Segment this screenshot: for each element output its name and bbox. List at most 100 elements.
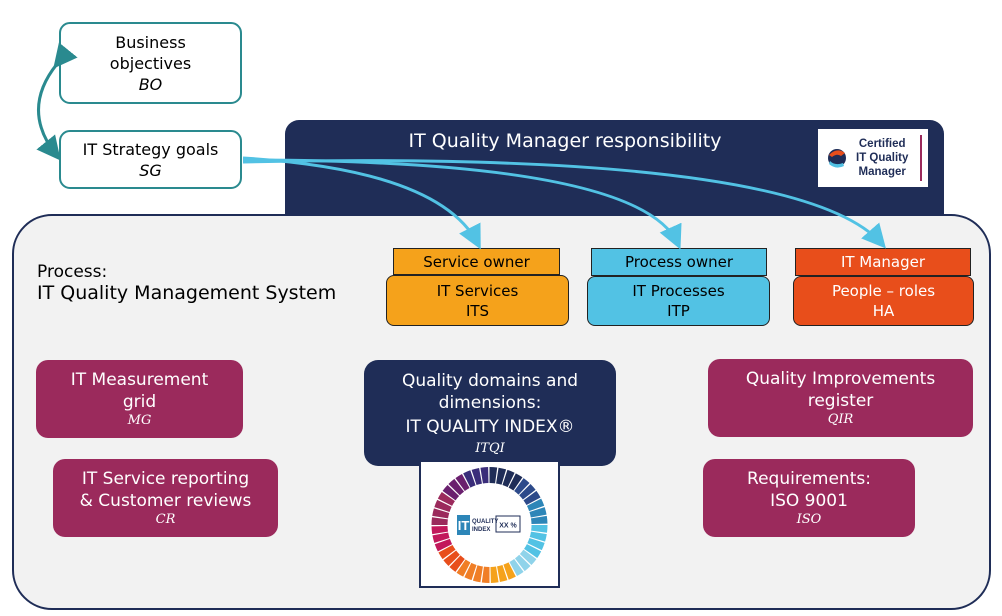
wheel-segment bbox=[455, 473, 470, 492]
wheel-segment bbox=[431, 517, 448, 525]
sg-to-it-manager-arrow bbox=[242, 159, 886, 249]
process-owner-tab: Process owner bbox=[591, 248, 767, 276]
wheel-segment bbox=[529, 531, 547, 542]
reporting-line1: IT Service reporting bbox=[81, 469, 250, 489]
bo-sg-bidirectional-arrow bbox=[36, 42, 78, 161]
certified-logo-icon bbox=[828, 149, 846, 168]
process-name: IT Quality Management System bbox=[37, 282, 337, 304]
reporting-line2: & Customer reviews bbox=[79, 491, 252, 511]
business-objectives-abbr: BO bbox=[138, 74, 163, 94]
wheel-logo-index: INDEX bbox=[472, 527, 490, 533]
itqi-line1: Quality domains and bbox=[401, 371, 579, 391]
wheel-segment bbox=[463, 470, 476, 488]
reporting-abbr: CR bbox=[155, 512, 176, 527]
service-owner-label: Service owner bbox=[423, 252, 530, 271]
quality-index-card: Quality domains and dimensions: IT QUALI… bbox=[364, 360, 616, 466]
wheel-segment bbox=[508, 473, 523, 491]
itqi-line3: IT QUALITY INDEX® bbox=[405, 417, 575, 437]
improvements-line2: register bbox=[807, 391, 874, 411]
it-services-label: IT Services bbox=[436, 281, 519, 300]
wheel-segment bbox=[514, 478, 530, 495]
wheel-segment bbox=[442, 484, 460, 501]
wheel-segment bbox=[456, 559, 471, 577]
people-roles-abbr: HA bbox=[872, 302, 895, 320]
measurement-line2: grid bbox=[122, 392, 157, 412]
process-label: Process: IT Quality Management System bbox=[37, 262, 336, 304]
requirements-line1: Requirements: bbox=[747, 469, 871, 489]
service-owner-tab: Service owner bbox=[393, 248, 560, 275]
logo-divider bbox=[920, 135, 922, 181]
measurement-line1: IT Measurement bbox=[70, 370, 209, 390]
wheel-segment bbox=[531, 525, 548, 533]
it-processes-label: IT Processes bbox=[632, 282, 725, 300]
it-processes-card: IT Processes ITP bbox=[587, 276, 770, 326]
wheel-logo-quality: QUALITY bbox=[472, 519, 498, 525]
wheel-segment bbox=[489, 467, 498, 484]
wheel-segment bbox=[524, 544, 542, 558]
wheel-segment bbox=[496, 467, 507, 485]
wheel-segment bbox=[503, 562, 516, 580]
requirements-abbr: ISO bbox=[796, 512, 822, 527]
itqi-abbr: ITQI bbox=[475, 441, 505, 456]
wheel-segment bbox=[471, 467, 482, 486]
wheel-segment bbox=[472, 565, 483, 583]
certified-logo-text: Certified IT Quality Manager bbox=[856, 137, 908, 179]
logo-line1: Certified bbox=[858, 138, 906, 150]
wheel-segment bbox=[481, 566, 490, 583]
wheel-segment bbox=[523, 490, 541, 506]
sg-to-service-owner-arrow bbox=[242, 156, 481, 250]
wheel-segment bbox=[464, 562, 477, 581]
wheel-segment bbox=[434, 499, 452, 513]
wheel-segment bbox=[490, 566, 499, 583]
sg-to-process-owner-arrow bbox=[242, 158, 682, 250]
wheel-segment bbox=[509, 558, 524, 577]
logo-line2: IT Quality bbox=[856, 152, 909, 164]
quality-index-wheel-frame: IT QUALITY INDEX XX % bbox=[419, 460, 560, 588]
wheel-segment bbox=[443, 550, 460, 567]
it-strategy-goals-label: IT Strategy goals bbox=[82, 139, 219, 159]
wheel-segment bbox=[502, 469, 515, 488]
it-services-abbr: ITS bbox=[465, 301, 490, 320]
quality-improvements-card: Quality Improvements register QIR bbox=[708, 359, 973, 437]
people-roles-label: People – roles bbox=[831, 282, 936, 300]
wheel-segment bbox=[432, 508, 450, 519]
wheel-segment bbox=[530, 515, 548, 525]
wheel-segment bbox=[497, 564, 508, 583]
wheel-segment bbox=[514, 554, 531, 572]
wheel-segment bbox=[437, 492, 455, 506]
wheel-segment bbox=[526, 498, 545, 512]
wheel-segment bbox=[527, 537, 545, 551]
process-prefix: Process: bbox=[37, 262, 108, 282]
requirements-card: Requirements: ISO 9001 ISO bbox=[703, 459, 915, 537]
logo-line3: Manager bbox=[858, 166, 906, 178]
requirements-line2: ISO 9001 bbox=[770, 491, 848, 511]
improvements-abbr: QIR bbox=[827, 412, 854, 427]
wheel-segment bbox=[480, 467, 489, 484]
wheel-logo-it: IT bbox=[458, 518, 470, 533]
wheel-segment bbox=[432, 532, 450, 543]
measurement-grid-card: IT Measurement grid MG bbox=[36, 360, 243, 438]
process-owner-label: Process owner bbox=[624, 253, 734, 271]
wheel-logo-it-block bbox=[457, 515, 470, 535]
improvements-line1: Quality Improvements bbox=[745, 369, 936, 389]
wheel-segment bbox=[529, 507, 547, 518]
business-objectives-line1: Business bbox=[115, 32, 186, 52]
measurement-abbr: MG bbox=[127, 413, 152, 428]
wheel-segment bbox=[434, 538, 453, 552]
it-strategy-goals-abbr: SG bbox=[139, 160, 162, 180]
wheel-segment bbox=[448, 478, 465, 496]
wheel-segment bbox=[431, 525, 449, 535]
business-objectives-box: Business objectives BO bbox=[59, 22, 242, 104]
it-processes-abbr: ITP bbox=[667, 302, 690, 320]
it-services-card: IT Services ITS bbox=[386, 275, 569, 326]
wheel-segment bbox=[449, 555, 465, 572]
wheel-segment bbox=[519, 549, 537, 566]
business-objectives-line2: objectives bbox=[109, 53, 192, 73]
wheel-segment bbox=[438, 544, 456, 560]
people-roles-card: People – roles HA bbox=[793, 276, 974, 326]
itqi-line2: dimensions: bbox=[438, 393, 542, 413]
quality-index-wheel-icon: IT QUALITY INDEX XX % bbox=[431, 467, 548, 583]
wheel-logo-pct: XX % bbox=[499, 523, 517, 530]
wheel-segment bbox=[519, 483, 536, 500]
